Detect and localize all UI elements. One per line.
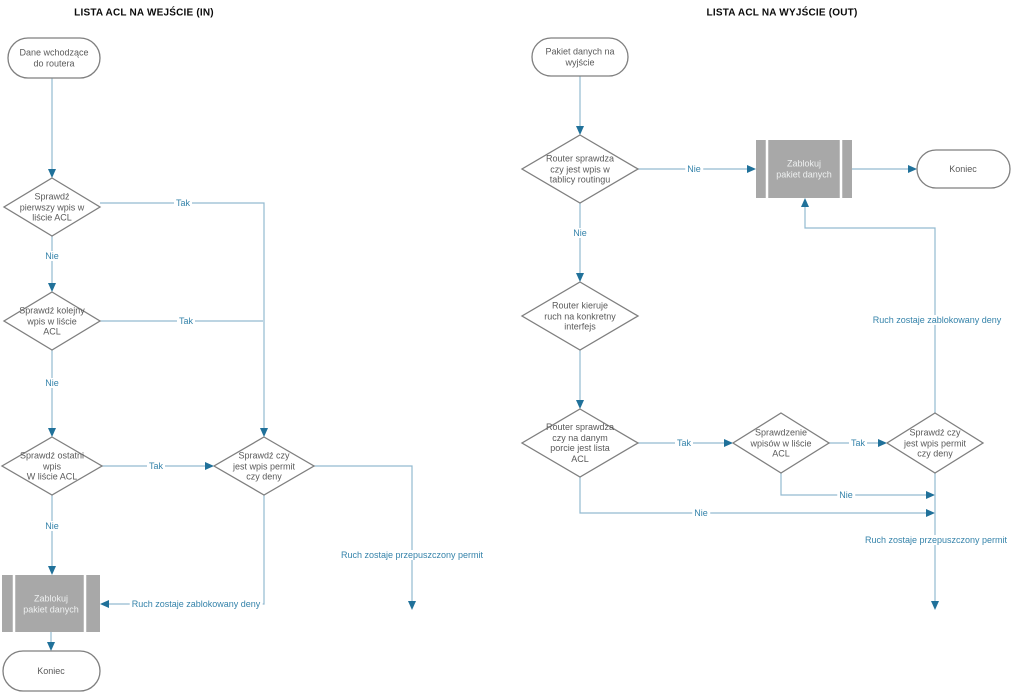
right-start-label: Pakiet danych na wyjście — [545, 46, 615, 68]
right-nie-port-label: Nie — [692, 508, 710, 518]
right-decision-permit-deny-label: Sprawdź czy jest wpis permit czy deny — [903, 427, 967, 459]
right-nie-entries-label: Nie — [837, 490, 855, 500]
right-chart-title: LISTA ACL NA WYJŚCIE (OUT) — [706, 7, 858, 19]
edge-left-deny-to-block — [100, 495, 265, 608]
left-block-packet-label: Zablokuj pakiet danych — [23, 593, 79, 615]
left-decision-permit-deny — [212, 436, 316, 496]
left-decision-next-entry-label: Sprawdź kolejny wpis w liście ACL — [19, 305, 85, 337]
left-tak-first-label: Tak — [173, 198, 193, 208]
right-block-packet-label: Zablokuj pakiet danych — [776, 158, 832, 180]
left-end-label: Koniec — [37, 665, 65, 676]
right-end-terminator — [916, 149, 1011, 189]
left-nie-last-label: Nie — [43, 521, 61, 531]
right-nie-routing-right-label: Nie — [685, 164, 703, 174]
left-tak-last-label: Tak — [146, 461, 166, 471]
left-chart-title: LISTA ACL NA WEJŚCIE (IN) — [74, 7, 214, 19]
edge-left-first-tak — [100, 202, 268, 437]
left-block-packet-box — [2, 575, 100, 632]
left-decision-last-entry — [0, 436, 104, 496]
left-permit-result-label: Ruch zostaje przepuszczony permit — [338, 550, 486, 560]
right-decision-routing-table — [520, 134, 640, 204]
right-start-terminator — [531, 37, 629, 77]
left-deny-result-label: Ruch zostaje zablokowany deny — [129, 599, 263, 609]
edge-right-entries-nie — [780, 473, 935, 499]
right-block-packet-box — [756, 140, 852, 198]
right-decision-interface-label: Router kieruje ruch na konkretny interfe… — [544, 300, 616, 332]
left-decision-next-entry — [2, 291, 102, 351]
right-decision-port-acl — [520, 408, 640, 478]
right-permit-result-label: Ruch zostaje przepuszczony permit — [862, 535, 1010, 545]
left-tak-next-label: Tak — [176, 316, 196, 326]
left-nie-next-label: Nie — [43, 378, 61, 388]
left-decision-first-entry — [2, 177, 102, 237]
right-deny-result-label: Ruch zostaje zablokowany deny — [870, 315, 1004, 325]
right-decision-permit-deny — [885, 412, 985, 474]
right-decision-port-acl-label: Router sprawdza czy na danym porcie jest… — [545, 422, 615, 464]
edge-right-port-nie — [579, 477, 935, 517]
right-nie-routing-down-label: Nie — [571, 228, 589, 238]
left-decision-permit-deny-label: Sprawdź czy jest wpis permit czy deny — [232, 450, 296, 482]
left-decision-last-entry-label: Sprawdź ostatni wpis W liście ACL — [19, 450, 85, 482]
right-decision-interface — [520, 281, 640, 351]
edge-left-permit-out — [314, 465, 416, 610]
right-tak-port-label: Tak — [674, 438, 694, 448]
left-nie-first-label: Nie — [43, 251, 61, 261]
left-start-terminator — [7, 37, 101, 79]
left-decision-first-entry-label: Sprawdź pierwszy wpis w liście ACL — [19, 191, 85, 223]
edge-right-deny-to-block — [801, 198, 936, 413]
left-start-label: Dane wchodzące do routera — [19, 47, 89, 69]
right-end-label: Koniec — [949, 163, 977, 174]
left-end-terminator — [2, 650, 101, 692]
right-decision-check-entries — [731, 412, 831, 474]
right-decision-check-entries-label: Sprawdzenie wpisów w liście ACL — [750, 427, 812, 459]
right-tak-entries-label: Tak — [848, 438, 868, 448]
right-decision-routing-table-label: Router sprawdza czy jest wpis w tablicy … — [545, 153, 615, 185]
